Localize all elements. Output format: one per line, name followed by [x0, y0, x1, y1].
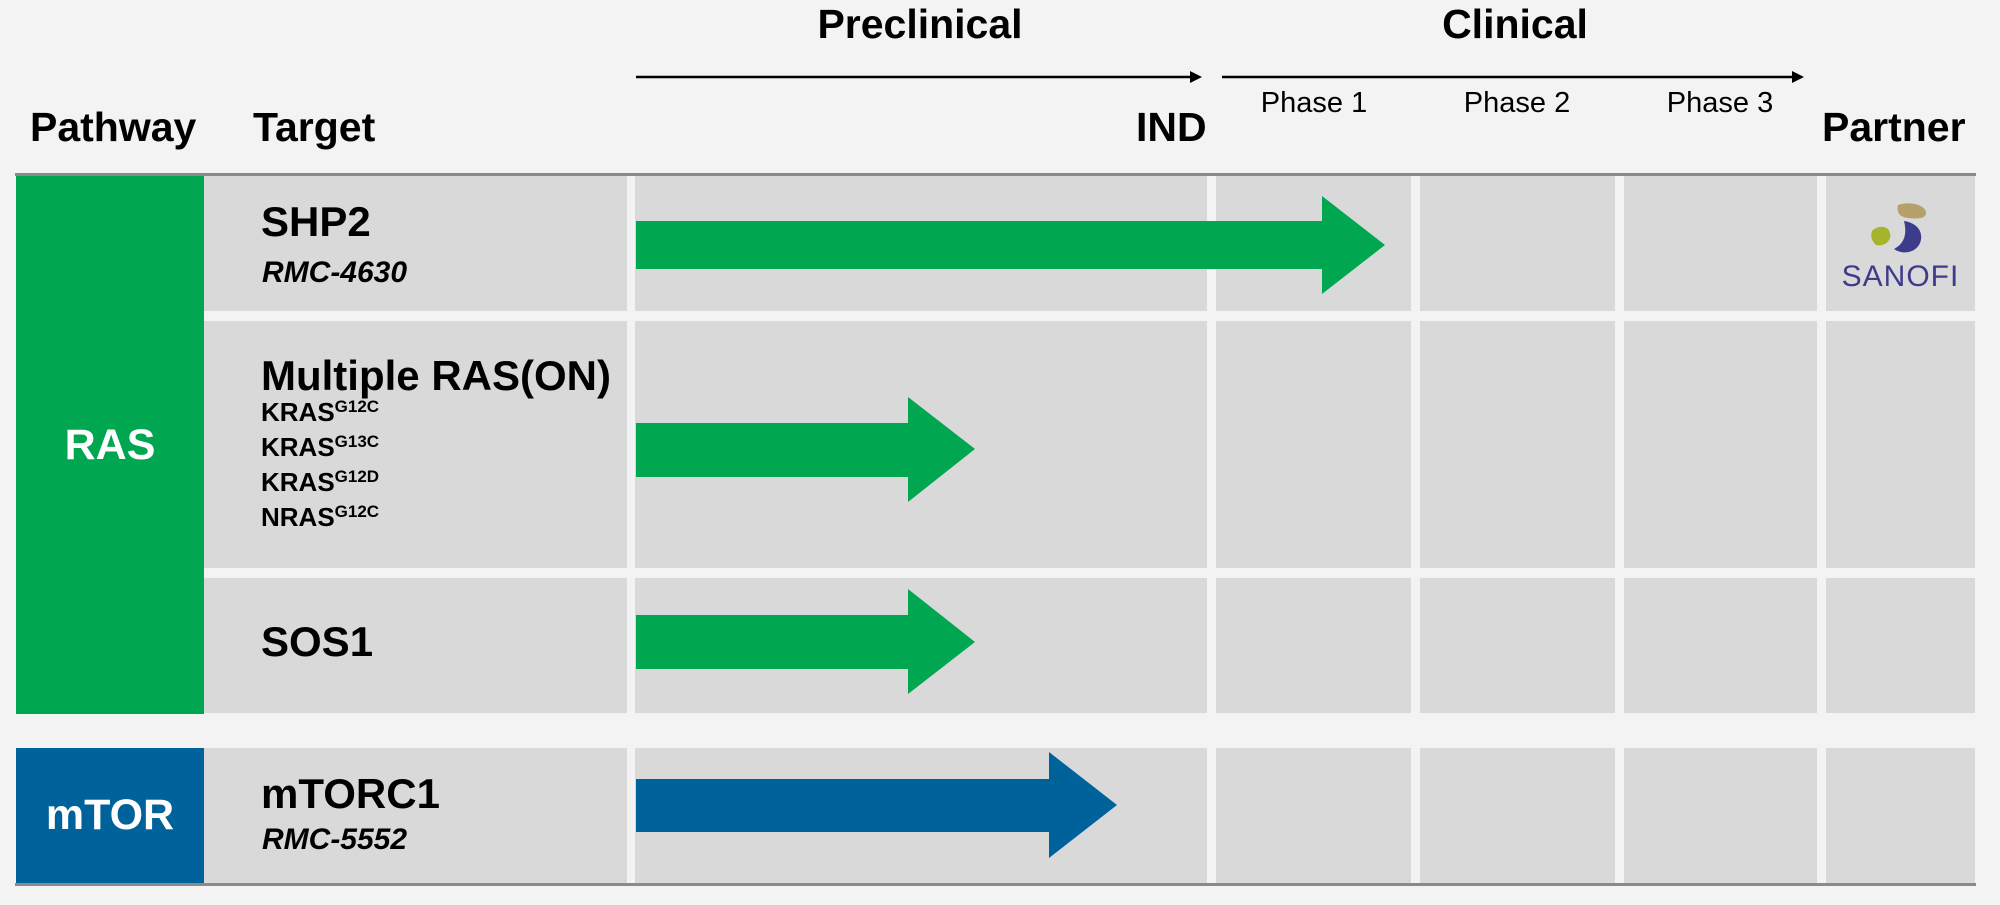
- clinical-timeline-arrow: [1222, 71, 1804, 83]
- ras-variant: KRASG12D: [261, 467, 380, 497]
- partner-cell: [1826, 321, 1975, 568]
- phase3-column-header: Phase 3: [1666, 87, 1774, 119]
- pathway-ras-label: RAS: [64, 420, 156, 469]
- progress-arrow-mtorc1: [636, 752, 1117, 858]
- pathway-mtor: mTOR: [16, 748, 204, 883]
- ind-column-header: IND: [1136, 104, 1207, 150]
- preclinical-header: Preclinical: [817, 1, 1023, 47]
- header-divider: [15, 173, 1976, 176]
- phase3-cell: [1624, 321, 1817, 568]
- phase1-cell: [1216, 578, 1411, 713]
- partner-cell: [1826, 748, 1975, 883]
- partner-column-header: Partner: [1822, 104, 1966, 150]
- ras-variant-list: KRASG12C KRASG13C KRASG12D NRASG12C: [261, 395, 379, 535]
- target-name-multiple-ras: Multiple RAS(ON): [261, 352, 611, 399]
- pathway-column-header: Pathway: [30, 104, 197, 150]
- target-cell: [204, 176, 627, 311]
- ras-variant: NRASG12C: [261, 502, 380, 532]
- ras-variant: KRASG12C: [261, 397, 380, 427]
- partner-name: SANOFI: [1841, 260, 1960, 293]
- phase2-cell: [1420, 578, 1615, 713]
- target-cell: [204, 321, 627, 568]
- target-column-header: Target: [253, 104, 376, 150]
- compound-name-rmc5552: RMC-5552: [262, 823, 408, 856]
- target-name-shp2: SHP2: [261, 198, 371, 245]
- target-cell: [204, 748, 627, 883]
- phase3-cell: [1624, 578, 1817, 713]
- progress-arrow-multiple-ras: [636, 397, 975, 502]
- target-name-sos1: SOS1: [261, 618, 374, 665]
- phase3-cell: [1624, 176, 1817, 311]
- target-cell: [204, 578, 627, 713]
- phase2-cell: [1420, 176, 1615, 311]
- compound-name-rmc4630: RMC-4630: [262, 256, 408, 289]
- sanofi-logo: SANOFI: [1826, 196, 1975, 296]
- pathway-mtor-label: mTOR: [45, 791, 175, 839]
- phase1-cell: [1216, 748, 1411, 883]
- partner-cell: [1826, 578, 1975, 713]
- pathway-ras: RAS: [16, 176, 204, 714]
- partner-cell: [1826, 176, 1975, 311]
- phase1-column-header: Phase 1: [1260, 87, 1368, 119]
- progress-arrow-shp2: [636, 196, 1385, 294]
- phase2-cell: [1420, 321, 1615, 568]
- phase3-cell: [1624, 748, 1817, 883]
- sanofi-emblem-icon: [1871, 203, 1926, 253]
- clinical-header: Clinical: [1442, 1, 1588, 47]
- target-name-mtorc1: mTORC1: [261, 770, 440, 817]
- progress-arrow-sos1: [636, 589, 975, 694]
- phase1-cell: [1216, 321, 1411, 568]
- phase2-column-header: Phase 2: [1463, 87, 1571, 119]
- phase2-cell: [1420, 748, 1615, 883]
- preclinical-timeline-arrow: [636, 71, 1202, 83]
- footer-divider: [15, 883, 1976, 886]
- ras-variant: KRASG13C: [261, 432, 380, 462]
